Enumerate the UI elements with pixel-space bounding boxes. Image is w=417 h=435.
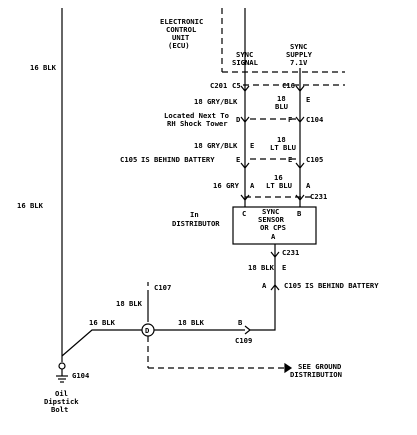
wire-label-16gry: 16 GRY [213,181,240,190]
wire-label-18blk-right: 18 BLK [248,263,275,272]
connector-pin-d: D [236,115,240,124]
oil-dipstick-note-1: Oil [55,389,68,398]
connector-c16: C16 [282,81,295,90]
wire-label-18ltblu-2: LT BLU [270,143,296,152]
connector-c107: C107 [154,283,171,292]
connector-pin-e-2: E [250,141,254,150]
oil-dipstick-note-3: Bolt [51,405,68,414]
c109-to-sensor-wire [250,300,276,331]
connector-c105-right: C105 [306,155,323,164]
wire-label-18blk-horiz: 18 BLK [178,318,205,327]
distributor-note-2: DISTRIBUTOR [172,219,220,228]
c201-pin-c5-chevron [240,85,250,92]
ground-icon [56,362,68,383]
c109-chevron [244,325,251,335]
connector-c231-bottom: C231 [282,248,299,257]
connector-pin-e-1: E [306,95,310,104]
wire-label-16blk-bottom: 16 BLK [89,318,116,327]
connector-pin-a-low: A [262,281,267,290]
c105-lower-chevron [270,284,280,291]
connector-c201: C201 [210,81,227,90]
wire-label-18blu-2: BLU [275,102,288,111]
see-ground-note-2: DISTRIBUTION [290,370,342,379]
see-ground-note-1: SEE GROUND [298,362,341,371]
distributor-note-1: In [190,210,199,219]
sensor-pin-c: C [242,209,246,218]
sync-supply-voltage: 7.1V [290,58,308,67]
connector-pin-a-2: A [306,181,311,190]
ecu-label-line3: UNIT [172,33,190,42]
oil-dipstick-note-2: Dipstick [44,397,79,406]
wire-label-16ltblu-1: 16 [274,173,283,182]
connector-c201-pin: C5 [232,81,241,90]
wire-label-18ltblu-1: 18 [277,135,286,144]
ground-distribution-arrow [284,362,293,374]
c231-top-right-chevron [295,194,305,201]
connector-pin-e-3: E [236,155,240,164]
c201-pin-c16-chevron [295,85,305,92]
location-note-1: Located Next To [164,111,229,120]
wire-label-16blk-top: 16 BLK [30,63,57,72]
connector-c105-lower: C105 [284,281,301,290]
c104-left-chevron [240,116,250,123]
ecu-label-line1: ELECTRONIC [160,17,203,26]
sensor-label-2: SENSOR [258,215,285,224]
sensor-pin-a: A [271,232,276,241]
connector-c231-top: C231 [310,192,327,201]
connector-pin-b: B [238,318,243,327]
connector-pin-e-low: E [282,263,286,272]
sensor-pin-b: B [297,209,302,218]
connector-c105-left: C105 [120,155,137,164]
c105-right-chevron [295,162,305,169]
wire-label-16ltblu-2: LT BLU [266,181,292,190]
sensor-label-3: OR CPS [260,223,286,232]
c105-location-note-bottom: IS BEHIND BATTERY [305,281,379,290]
wire-label-18blu-1: 18 [277,94,286,103]
c105-left-chevron [240,162,250,169]
wire-label-18blk-left: 18 BLK [116,299,143,308]
ground-g104-label: G104 [72,371,89,380]
c105-location-note-top: IS BEHIND BATTERY [141,155,215,164]
sync-supply-label-2: SUPPLY [286,50,313,59]
connector-c109: C109 [235,336,252,345]
location-note-2: RH Shock Tower [167,119,228,128]
connector-pin-a-1: A [250,181,255,190]
ground-diagonal-wire [61,329,142,357]
connector-c104: C104 [306,115,323,124]
c104-right-chevron [295,116,305,123]
wire-label-16blk-mid: 16 BLK [17,201,44,210]
ecu-label-line2: CONTROL [166,25,197,34]
sensor-label-1: SYNC [262,207,279,216]
sync-supply-label: SYNC [290,42,307,51]
wire-label-18gryblk-2: 18 GRY/BLK [194,141,238,150]
c231-bottom-chevron [270,251,280,258]
splice-d-label: D [145,326,149,335]
ecu-label-line4: (ECU) [168,41,190,50]
wire-label-18gryblk-1: 18 GRY/BLK [194,97,238,106]
c231-top-left-chevron [240,194,250,201]
ecu-label: ELECTRONIC CONTROL UNIT (ECU) [160,17,203,50]
